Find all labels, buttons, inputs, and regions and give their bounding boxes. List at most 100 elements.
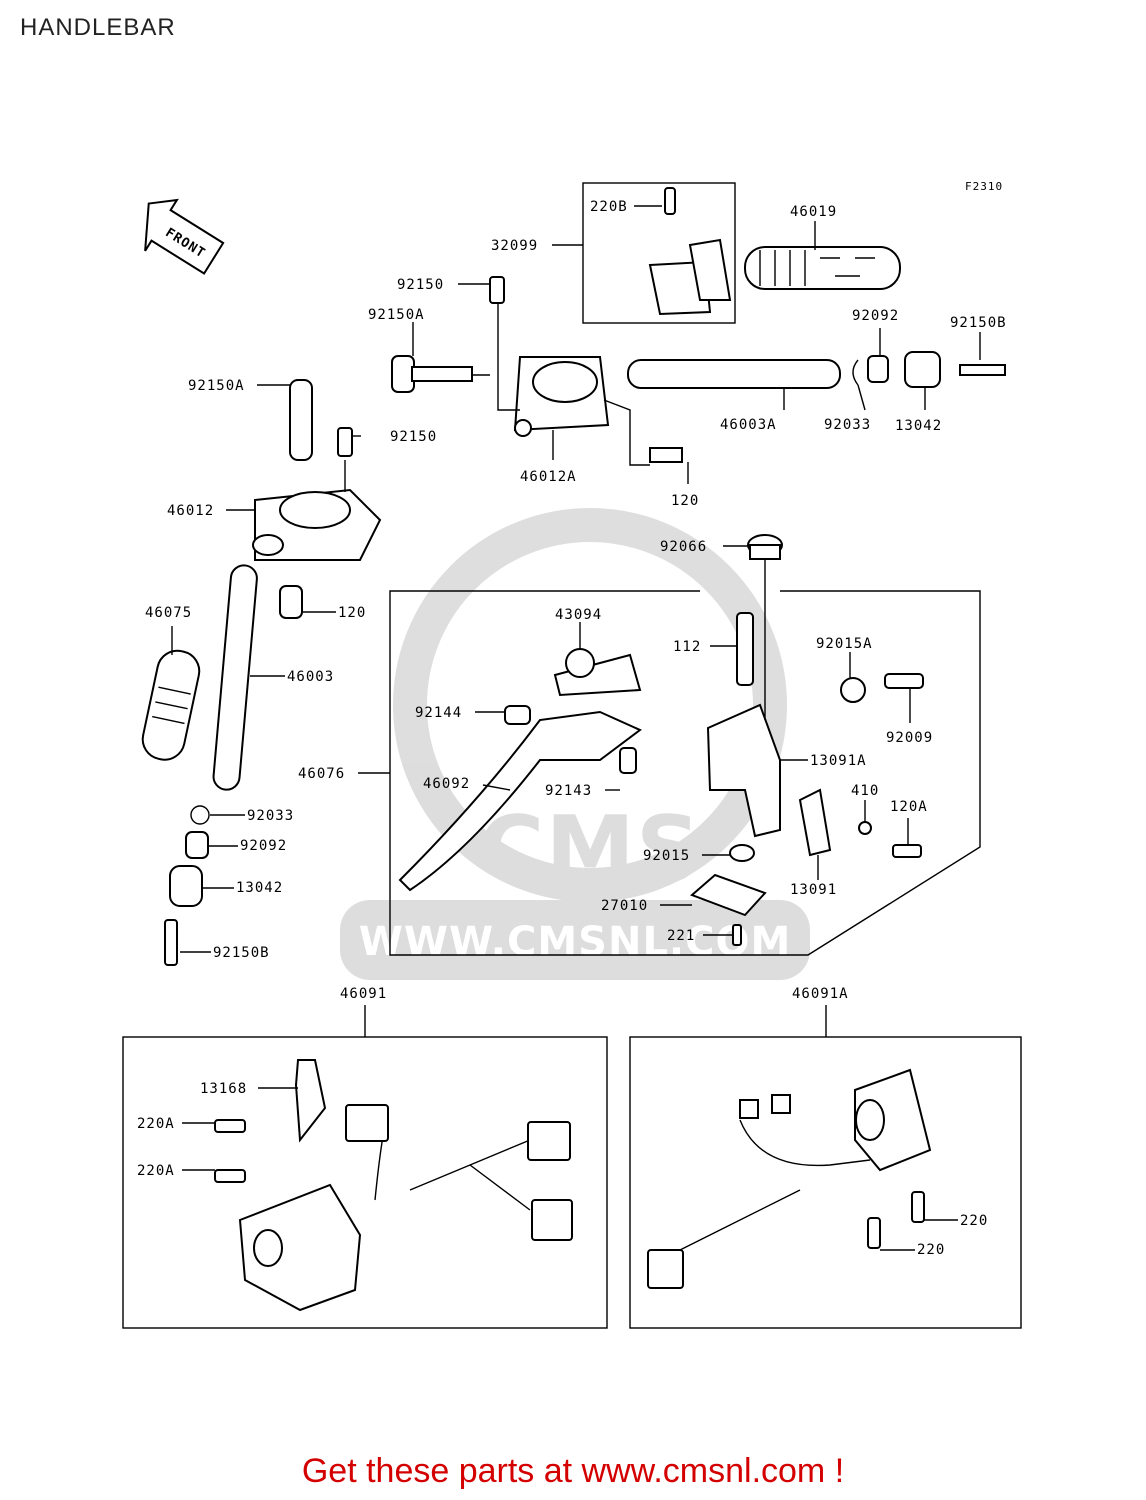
circlip-92033-left-part: [190, 805, 210, 825]
callout-label: 46012: [167, 503, 214, 519]
screw-220A-b-part: [214, 1169, 246, 1183]
right-switch-46091A-part: [647, 1068, 932, 1289]
callout-label: 220B: [590, 199, 628, 215]
bolt-112-part: [736, 612, 754, 686]
watermark-text: WWW.CMSNL.COM: [359, 919, 792, 965]
cap-92066-part: [747, 534, 783, 560]
watermark: CMS WWW.CMSNL.COM: [340, 508, 810, 980]
callout-label: 46075: [145, 605, 192, 621]
nut-92015-part: [729, 844, 755, 862]
callout-label: 410: [851, 783, 879, 799]
callout-label: 92150B: [950, 315, 1007, 331]
switch-box-46091: [122, 1036, 608, 1329]
callout-label: 46012A: [520, 469, 577, 485]
callout-label: 92150: [397, 277, 444, 293]
callout-label: 92150: [390, 429, 437, 445]
throttle-box: [582, 182, 736, 324]
switch-27010-part: [690, 873, 767, 917]
callout-label: 27010: [601, 898, 648, 914]
bolt-92150-left-part: [337, 427, 353, 457]
callout-label: 92066: [660, 539, 707, 555]
lever-43094-part: [553, 648, 642, 697]
callout-label: 220A: [137, 1116, 175, 1132]
callout-label: 46003A: [720, 417, 777, 433]
callout-label: 46091: [340, 986, 387, 1002]
bolt-120-left-part: [279, 585, 303, 619]
callout-label: 46091A: [792, 986, 849, 1002]
bushing-92143-part: [619, 747, 637, 774]
callout-label: 46076: [298, 766, 345, 782]
callout-label: 92092: [852, 308, 899, 324]
watermark-logo: CMS: [478, 797, 701, 902]
switch-box-46091A: [629, 1036, 1022, 1329]
screw-220-b-part: [867, 1217, 881, 1249]
lever-assembly-frame: [389, 590, 981, 956]
callout-label: 120A: [890, 799, 928, 815]
screw-92009-part: [884, 673, 924, 689]
left-switch-46091-part: [238, 1104, 573, 1312]
callout-label: 120: [671, 493, 699, 509]
clamp-13091-part: [798, 788, 832, 857]
washer-410-part: [858, 821, 872, 835]
weight-92092-part: [867, 355, 889, 383]
callout-label: 92015: [643, 848, 690, 864]
lever-46092-part: [398, 710, 642, 892]
callout-label: 13091: [790, 882, 837, 898]
callout-label: 92150A: [368, 307, 425, 323]
callout-label: 92033: [824, 417, 871, 433]
weight-13042-left-part: [169, 865, 203, 907]
clamp-46012A-part: [513, 356, 610, 437]
bolt-92150-part: [489, 276, 505, 304]
callout-label: 13091A: [810, 753, 867, 769]
callout-label: 92150B: [213, 945, 270, 961]
callout-label: 221: [667, 928, 695, 944]
tube-46003-part: [212, 564, 258, 791]
holder-13091A-part: [706, 703, 781, 838]
bolt-92150A-part: [391, 355, 415, 393]
bolt-92150A-left-part: [289, 379, 313, 461]
right-grip-part: [744, 246, 901, 290]
bolt-120-part: [649, 447, 683, 463]
callout-labels: 220B 32099 46019 92150 92150A 92092 9215…: [137, 199, 1007, 1258]
callout-label: 32099: [491, 238, 538, 254]
front-arrow-icon: FRONT: [144, 198, 225, 275]
callout-label: 220: [960, 1213, 988, 1229]
screw-220A-a-part: [214, 1119, 246, 1133]
callout-label: 92144: [415, 705, 462, 721]
left-grip-46075-part: [141, 649, 201, 761]
callout-label: 112: [673, 639, 701, 655]
bolt-92150B-left-part: [164, 919, 178, 966]
callout-label: 92009: [886, 730, 933, 746]
weight-92092-left-part: [185, 831, 209, 859]
tube-46003A-part: [627, 359, 841, 389]
callout-label: 92033: [247, 808, 294, 824]
circlip-92033-part: [852, 359, 859, 386]
callout-label: 92015A: [816, 636, 873, 652]
switch-13168-part: [294, 1059, 327, 1143]
page-title: HANDLEBAR: [20, 14, 176, 41]
callout-label: 43094: [555, 607, 602, 623]
callout-label: 46003: [287, 669, 334, 685]
bolt-92150B-part: [959, 364, 1006, 376]
weight-13042-part: [904, 351, 941, 388]
callout-label: 92143: [545, 783, 592, 799]
callout-label: 92092: [240, 838, 287, 854]
throttle-grip-part: [648, 187, 732, 316]
leader-lines: [171, 205, 981, 1251]
callout-label: 13042: [236, 880, 283, 896]
screw-220-a-part: [911, 1191, 925, 1223]
spring-92144-part: [504, 705, 531, 725]
nut-92015A-part: [840, 677, 866, 703]
screw-221-part: [732, 924, 742, 946]
callout-label: 13168: [200, 1081, 247, 1097]
callout-label: 46019: [790, 204, 837, 220]
callout-label: 13042: [895, 418, 942, 434]
bolt-120A-part: [892, 844, 922, 858]
callout-label: 220: [917, 1242, 945, 1258]
callout-label: 120: [338, 605, 366, 621]
figure-code: F2310: [965, 180, 1003, 193]
callout-label: 92150A: [188, 378, 245, 394]
promo-link[interactable]: Get these parts at www.cmsnl.com !: [301, 1452, 845, 1490]
callout-label: 220A: [137, 1163, 175, 1179]
